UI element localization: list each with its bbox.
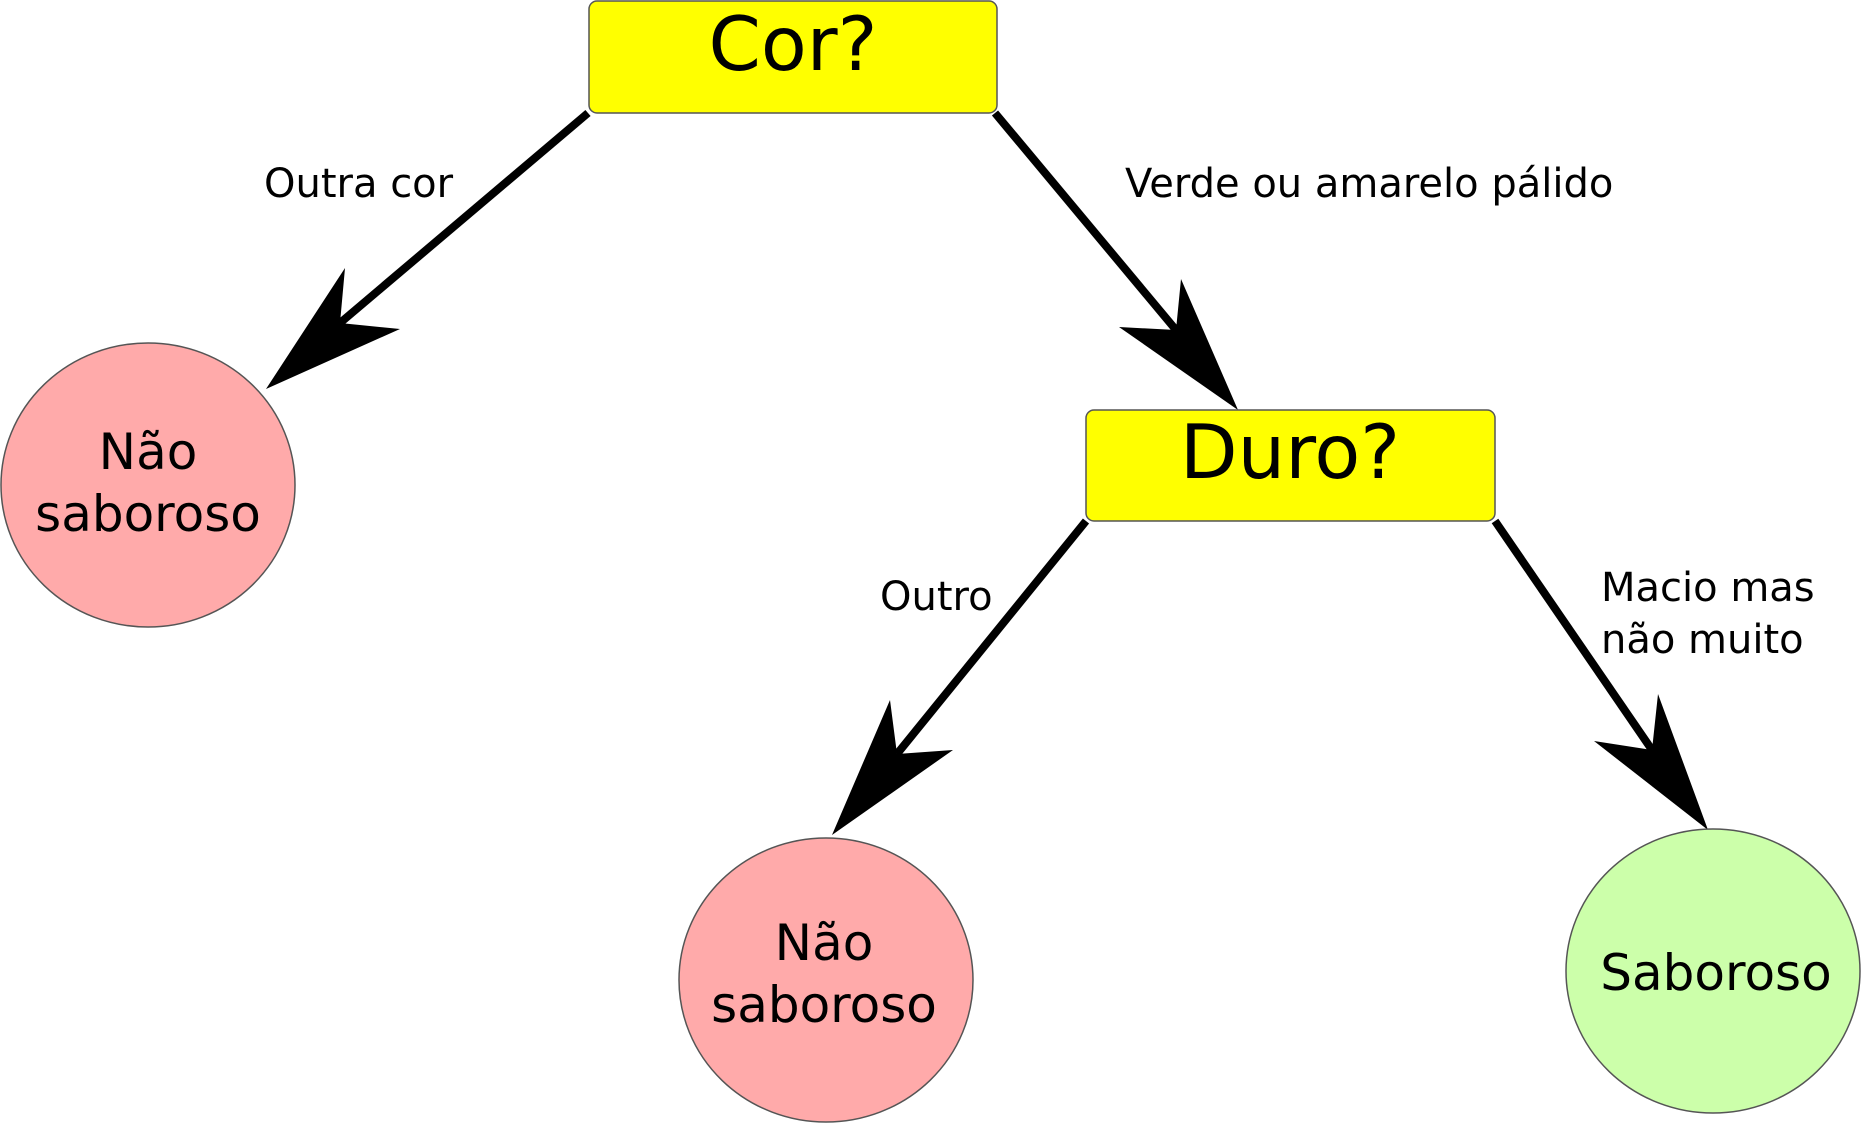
edge-hard-to-right-leaf	[1491, 518, 1708, 830]
leaf-circle	[678, 837, 974, 1123]
edge-label-green-or-pale-yellow: Verde ou amarelo pálido	[1125, 161, 1613, 207]
edge-label-other-color: Outra cor	[264, 161, 454, 207]
root-question-node: Cor?	[588, 0, 998, 114]
leaf-label-line2: saboroso	[711, 976, 937, 1034]
edge-line	[893, 518, 1090, 757]
leaf-circle	[1565, 828, 1861, 1114]
question-label: Duro?	[1180, 408, 1400, 496]
arrow-head	[1594, 694, 1708, 830]
edge-line	[337, 109, 591, 327]
edge-line	[1491, 518, 1656, 753]
leaf-left-node: Não saboroso	[0, 342, 296, 628]
hard-question-node: Duro?	[1085, 408, 1496, 522]
leaf-label-line1: Não	[775, 914, 874, 972]
question-box	[1085, 409, 1496, 522]
leaf-circle	[0, 342, 296, 628]
arrow-head	[832, 700, 953, 835]
leaf-label-line2: saboroso	[35, 485, 261, 543]
edge-root-to-hard-node	[991, 110, 1238, 410]
edge-label-soft-line1: Macio mas	[1601, 565, 1815, 611]
edge-line	[991, 110, 1180, 333]
question-label: Cor?	[709, 0, 878, 88]
edge-label-soft-line2: não muito	[1601, 617, 1804, 663]
leaf-label-line1: Não	[99, 423, 198, 481]
leaf-right-node: Saboroso	[1565, 828, 1861, 1114]
arrow-head	[1119, 279, 1238, 410]
edge-root-to-left-leaf	[266, 109, 591, 389]
edge-hard-to-middle-leaf	[832, 518, 1090, 835]
edge-label-other: Outro	[880, 574, 993, 620]
leaf-label: Saboroso	[1600, 944, 1831, 1002]
question-box	[588, 0, 998, 114]
arrow-head	[266, 268, 400, 389]
leaf-middle-node: Não saboroso	[678, 837, 974, 1123]
